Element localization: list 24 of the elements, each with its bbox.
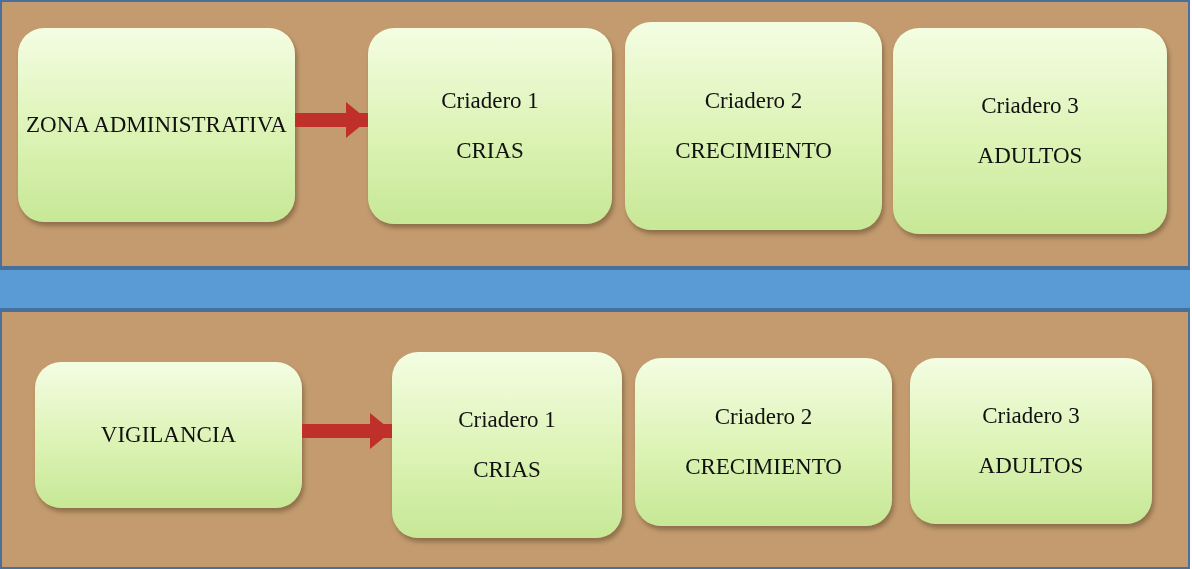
box-text: ADULTOS <box>977 142 1083 170</box>
box-text: VIGILANCIA <box>100 421 237 449</box>
rounded-box <box>635 358 892 526</box>
box-text: CRECIMIENTO <box>685 453 842 481</box>
box-text: CRECIMIENTO <box>675 137 832 165</box>
box-text: CRIAS <box>473 456 541 484</box>
box-text: ADULTOS <box>978 452 1084 480</box>
rounded-box <box>368 28 612 224</box>
box-text: Criadero 3 <box>981 92 1079 120</box>
rounded-box <box>910 358 1152 524</box>
box-text: Criadero 3 <box>982 402 1080 430</box>
box-text: Criadero 1 <box>441 87 539 115</box>
box-text: Criadero 1 <box>458 406 556 434</box>
rounded-box <box>625 22 882 230</box>
rounded-box <box>392 352 622 538</box>
arrow <box>302 413 392 449</box>
arrow <box>295 102 368 138</box>
rounded-box <box>35 362 302 508</box>
rounded-box <box>18 28 295 222</box>
rounded-box <box>893 28 1167 234</box>
box-text: Criadero 2 <box>714 403 813 431</box>
box-text: CRIAS <box>456 137 524 165</box>
box-text: Criadero 2 <box>704 87 803 115</box>
box-text: ZONA ADMINISTRATIVA <box>26 111 287 139</box>
